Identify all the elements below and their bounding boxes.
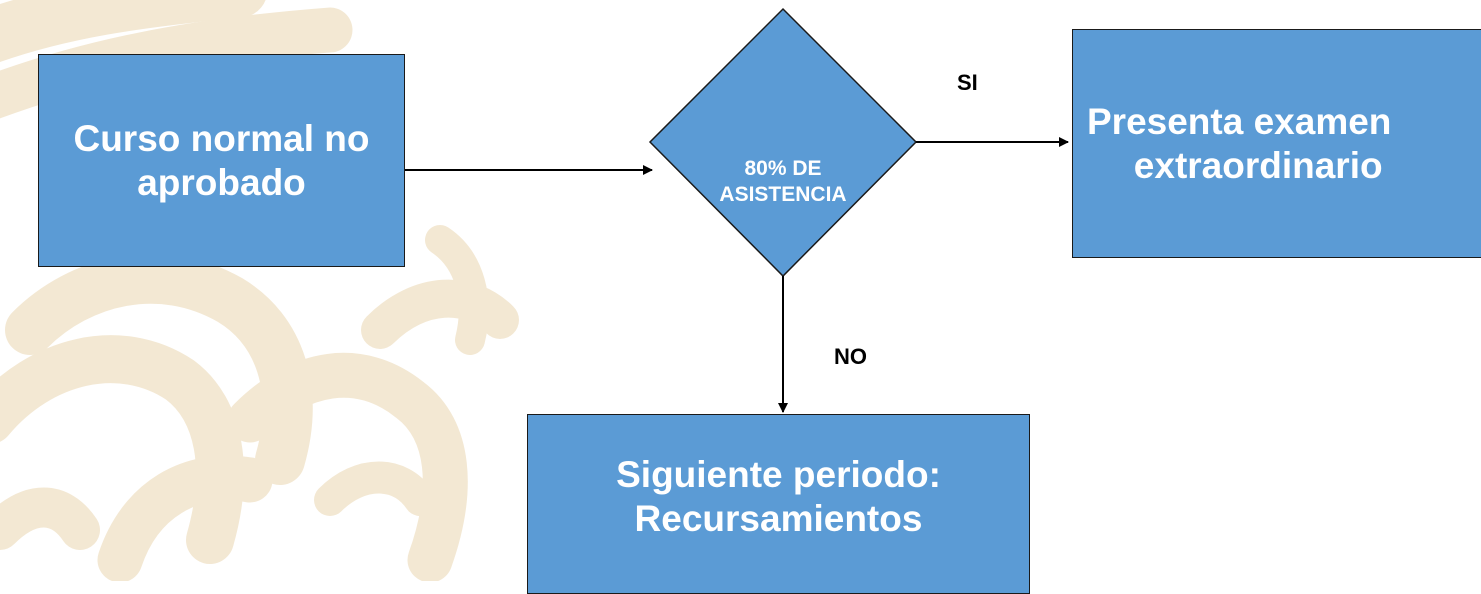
node-curso-normal-no-aprobado: Curso normal no aprobado xyxy=(38,54,405,267)
decision-label: 80% DE ASISTENCIA xyxy=(668,152,898,212)
node-text-line: aprobado xyxy=(137,161,306,203)
node-text-line: Siguiente periodo: xyxy=(616,454,941,495)
node-text-line: Curso normal no xyxy=(73,117,370,159)
decision-diamond xyxy=(648,7,918,278)
node-presenta-examen-extraordinario: Presenta examen extraordinario xyxy=(1072,29,1481,258)
node-text-line: extraordinario xyxy=(1133,144,1383,186)
decision-text-line: ASISTENCIA xyxy=(719,183,847,206)
node-siguiente-periodo-recursamientos: Siguiente periodo: Recursamientos xyxy=(527,414,1030,594)
edge-label-no: NO xyxy=(834,344,867,369)
decision-text-line: 80% DE xyxy=(744,157,822,180)
node-text-line: Presenta examen xyxy=(1087,100,1392,142)
node-text-line: Recursamientos xyxy=(634,498,923,539)
connectors xyxy=(405,7,1069,413)
edge-label-si: SI xyxy=(957,70,978,95)
